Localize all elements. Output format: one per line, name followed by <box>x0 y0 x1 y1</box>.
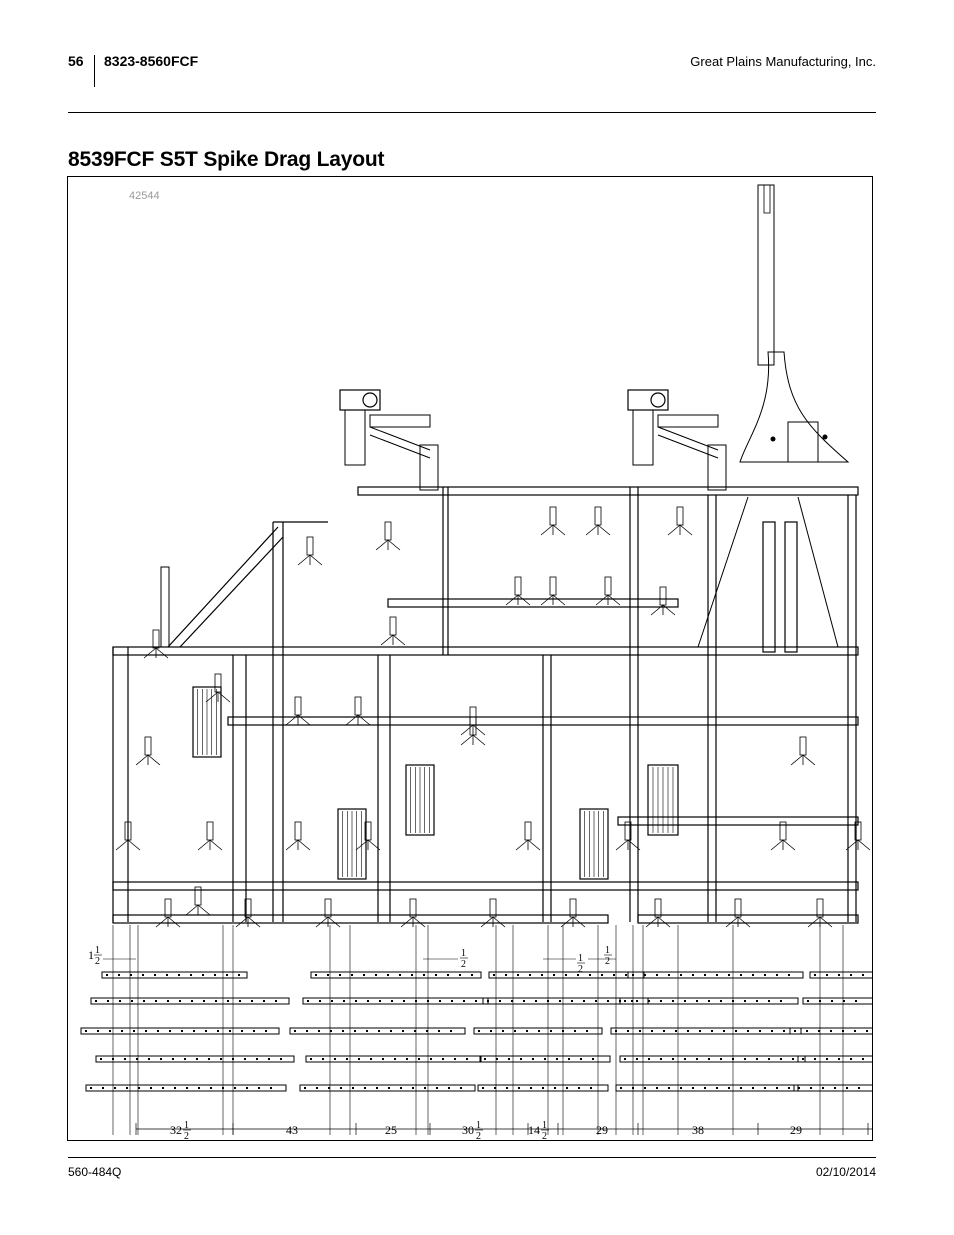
bottom-dimension-6: 29 <box>596 1123 608 1137</box>
dimension-fraction-3-num: 1 <box>578 953 583 964</box>
footer-rule <box>68 1157 876 1158</box>
bottom-dimension-4: 30 <box>462 1123 474 1137</box>
bottom-dimension-2: 43 <box>286 1123 298 1137</box>
bottom-dimension-5-num: 1 <box>542 1120 547 1131</box>
company-name: Great Plains Manufacturing, Inc. <box>690 54 876 69</box>
model-number: 8323-8560FCF <box>104 53 199 69</box>
dimension-fraction-1-den: 2 <box>95 956 100 967</box>
bottom-dimension-4-num: 1 <box>476 1120 481 1131</box>
bottom-dimension-5-den: 2 <box>542 1131 547 1141</box>
section-title: 8539FCF S5T Spike Drag Layout <box>68 148 385 171</box>
header-divider <box>94 55 95 87</box>
document-number: 560-484Q <box>68 1165 122 1179</box>
dimension-fraction-3-den: 2 <box>578 964 583 975</box>
bottom-dimension-4-den: 2 <box>476 1131 481 1141</box>
dimension-fraction-1: 1 <box>88 948 94 962</box>
bottom-dimension-1-den: 2 <box>184 1131 189 1141</box>
dimension-fraction-2-num: 1 <box>461 948 466 959</box>
dimension-fraction-1-num: 1 <box>95 945 100 956</box>
dimension-fraction-4-den: 2 <box>605 956 610 967</box>
bottom-dimension-1-num: 1 <box>184 1120 189 1131</box>
bottom-dimension-1: 32 <box>170 1123 182 1137</box>
dimension-fraction-4-num: 1 <box>605 945 610 956</box>
figure-id: 42544 <box>129 190 160 202</box>
bottom-dimension-7: 38 <box>692 1123 704 1137</box>
header-rule <box>68 112 876 113</box>
bottom-dimension-3: 25 <box>385 1123 397 1137</box>
bottom-dimension-8: 29 <box>790 1123 802 1137</box>
revision-date: 02/10/2014 <box>815 1165 876 1179</box>
dimension-fraction-2-den: 2 <box>461 959 466 970</box>
bottom-dimension-5: 14 <box>528 1123 540 1137</box>
page-number: 56 <box>68 53 84 69</box>
